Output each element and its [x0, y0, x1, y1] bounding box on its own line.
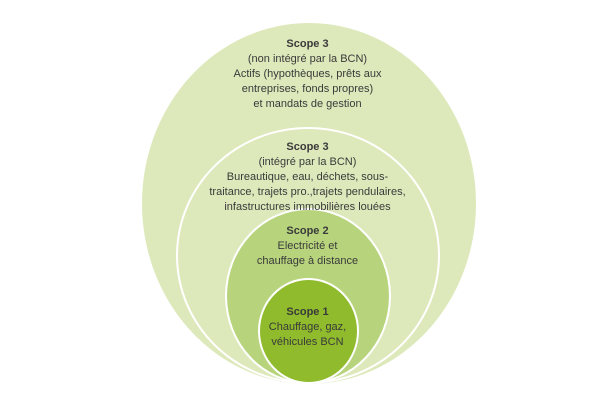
- scope2-title: Scope 2: [286, 225, 329, 237]
- scope3-inner-line: Bureautique, eau, déchets, sous-: [226, 171, 389, 183]
- scope3-outer-line: et mandats de gestion: [253, 98, 362, 110]
- scope2-label: Scope 2 Electricité et chauffage à dista…: [0, 224, 615, 269]
- scope2-line: chauffage à distance: [256, 255, 359, 267]
- scope3-inner-line: (intégré par la BCN): [258, 156, 357, 168]
- scope3-outer-line: (non intégré par la BCN): [247, 53, 368, 65]
- scope1-line: véhicules BCN: [271, 336, 344, 348]
- scope3-outer-line: Actifs (hypothèques, prêts aux: [233, 68, 382, 80]
- scope3-inner-label: Scope 3 (intégré par la BCN) Bureautique…: [0, 140, 615, 215]
- scope3-outer-line: entreprises, fonds propres): [241, 83, 374, 95]
- scope1-line: Chauffage, gaz,: [268, 321, 347, 333]
- scope3-inner-line: infastructures immobilières louées: [224, 201, 391, 213]
- scope3-outer-label: Scope 3 (non intégré par la BCN) Actifs …: [0, 37, 615, 112]
- scope1-label: Scope 1 Chauffage, gaz, véhicules BCN: [0, 305, 615, 350]
- scope3-inner-title: Scope 3: [286, 141, 329, 153]
- scope1-title: Scope 1: [286, 306, 329, 318]
- scope3-inner-line: traitance, trajets pro.,trajets pendulai…: [209, 186, 406, 198]
- scope1-circle: [258, 278, 359, 384]
- scope3-outer-title: Scope 3: [286, 38, 329, 50]
- scope2-line: Electricité et: [277, 240, 338, 252]
